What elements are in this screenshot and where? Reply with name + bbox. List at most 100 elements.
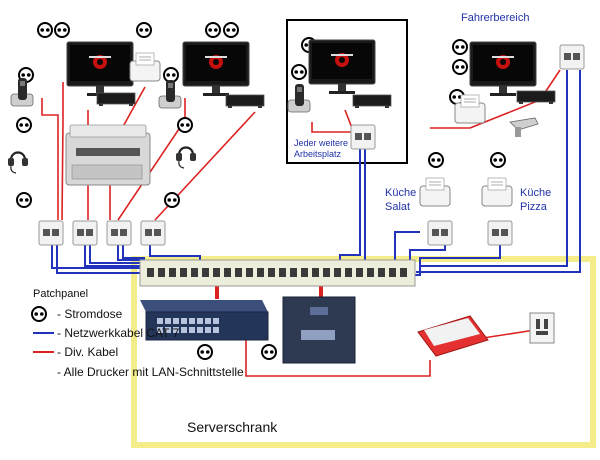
cordless-phone-icon [287,83,311,113]
power-socket-icon [490,152,506,168]
switch-port [189,318,195,324]
patch-port [356,268,363,277]
receipt-printer-icon [129,52,161,82]
headset-icon [6,151,30,175]
power-socket-icon [223,22,239,38]
router-icon [417,315,489,357]
switch-port [181,318,187,324]
headset-icon [174,146,198,170]
network-socket-icon [487,220,513,246]
power-socket-icon [452,59,468,75]
patch-port [290,268,297,277]
power-socket-icon [261,344,277,360]
monitor-icon [308,39,376,95]
power-socket-icon [291,64,307,80]
patch-port [191,268,198,277]
pc-icon [96,92,136,107]
workstation-frame [286,19,408,164]
network-socket-icon [427,220,453,246]
switch-port [165,318,171,324]
power-socket-icon [428,152,444,168]
patch-port [213,268,220,277]
pc-icon [352,94,392,109]
legend-drucker: - Alle Drucker mit LAN-Schnittstelle [57,365,244,379]
receipt-printer-icon [481,177,513,207]
patch-port [400,268,407,277]
legend-stromdose: - Stromdose [57,307,123,321]
switch-port [173,327,179,333]
patch-port [180,268,187,277]
workstation-3 [308,39,392,109]
switch-port [197,318,203,324]
network-socket-icon [72,220,98,246]
power-socket-icon [164,192,180,208]
monitor-icon [66,41,134,97]
legend-netzwerkkabel: - Netzwerkkabel CAT 7 [57,326,180,340]
switch-port [189,327,195,333]
legend: - Stromdose - Netzwerkkabel CAT 7 - Div.… [31,306,244,379]
switch-port [165,327,171,333]
network-socket-icon [350,124,376,150]
patch-port [389,268,396,277]
gateway-device-icon [282,296,356,364]
label-patchpanel: Patchpanel [33,288,88,300]
legend-div-kabel: - Div. Kabel [57,345,118,359]
gateway-link [319,285,323,299]
patch-port [224,268,231,277]
patch-port [246,268,253,277]
label-jeder-weitere: Jeder weitere [294,138,348,148]
switch-port [213,327,219,333]
workstation-2 [182,41,265,109]
patch-port [378,268,385,277]
power-socket-icon [136,22,152,38]
switch-port [181,327,187,333]
power-socket-icon [452,39,468,55]
switch-port [205,327,211,333]
network-switch-icon [140,300,269,341]
server-cabinet [131,256,596,448]
label-kueche-salat-2: Salat [385,201,410,213]
power-socket-icon [177,117,193,133]
patch-port [367,268,374,277]
switch-port [157,327,163,333]
label-kueche-pizza-1: Küche [520,187,551,199]
patch-port [158,268,165,277]
power-socket-icon [16,192,32,208]
power-socket-icon [16,117,32,133]
barcode-scanner-icon [509,117,539,137]
cordless-phone-icon [158,79,182,109]
power-socket-icon [197,344,213,360]
patch-port [235,268,242,277]
power-socket-icon [205,22,221,38]
pc-icon [225,94,265,109]
network-socket-icon [559,44,585,70]
patch-port [312,268,319,277]
monitor-icon [469,41,537,97]
label-kueche-pizza-2: Pizza [520,201,548,213]
receipt-printer-icon [419,177,451,207]
switch-link [215,285,219,299]
patch-port [268,268,275,277]
network-cables [51,70,581,276]
power-socket-icon [37,22,53,38]
patch-panel [139,259,416,287]
switch-port [213,318,219,324]
multifunction-printer-icon [65,124,151,186]
patch-port [202,268,209,277]
patch-port [301,268,308,277]
network-socket-icon [38,220,64,246]
switch-port [173,318,179,324]
pc-icon [516,90,556,105]
switch-port [205,318,211,324]
workstation-1 [66,41,136,107]
power-socket-icon [31,306,47,322]
label-arbeitsplatz: Arbeitsplatz [294,149,342,159]
patch-port [257,268,264,277]
patch-port [169,268,176,277]
patch-port [147,268,154,277]
power-socket-icon [54,22,70,38]
cordless-phone-icon [10,77,34,107]
monitor-icon [182,41,250,97]
patch-port [334,268,341,277]
label-kueche-salat-1: Küche [385,187,416,199]
